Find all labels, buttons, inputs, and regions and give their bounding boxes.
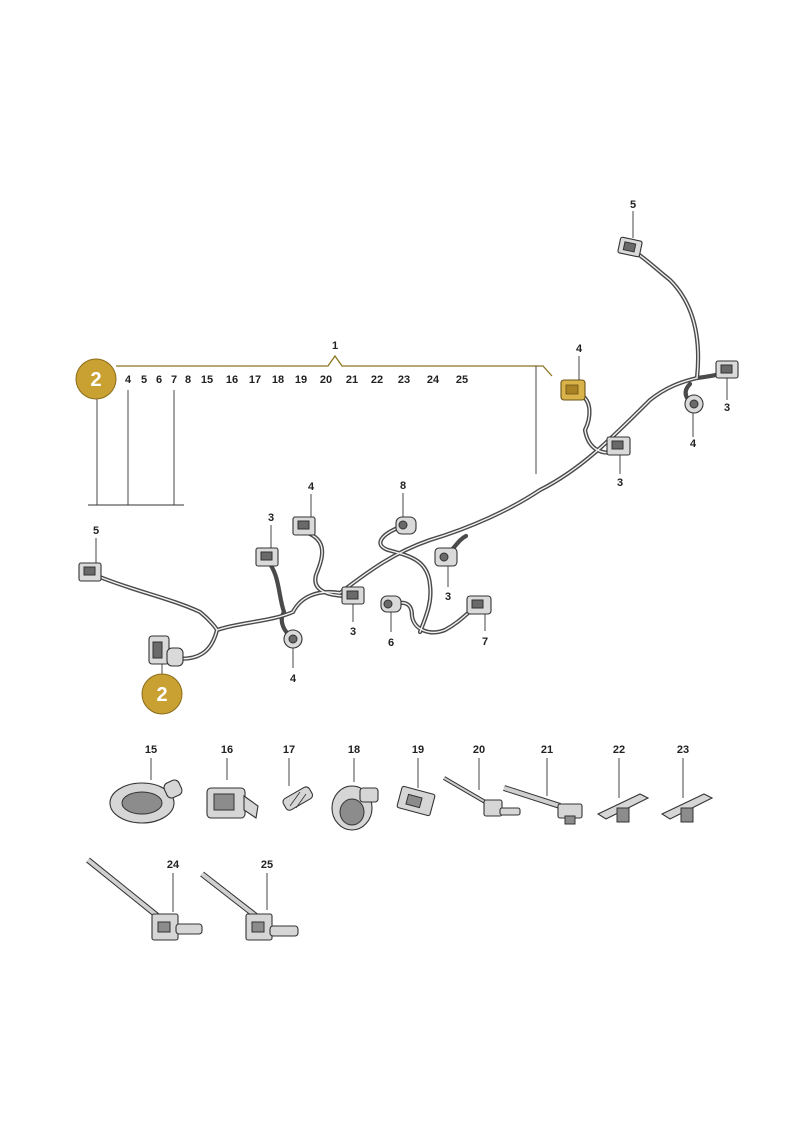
connector-8 <box>395 516 417 535</box>
header-label: 1 <box>332 340 338 352</box>
callouts: 5 4 3 4 3 8 4 3 5 3 3 6 7 4 <box>93 199 730 685</box>
connector-3-center <box>341 586 365 605</box>
header-number: 7 <box>171 374 177 386</box>
connector-main-plug <box>148 635 184 667</box>
header-number: 19 <box>295 374 307 386</box>
connector-3-right <box>715 360 739 379</box>
callout-label: 3 <box>268 512 274 524</box>
part-21: 21 <box>503 744 583 825</box>
header-number: 18 <box>272 374 284 386</box>
connector-3-mid2 <box>434 547 458 567</box>
header-number: 23 <box>398 374 410 386</box>
part-label: 21 <box>541 744 553 756</box>
part-label: 23 <box>677 744 689 756</box>
callout-label: 7 <box>482 636 488 648</box>
header-number: 21 <box>346 374 358 386</box>
connector-3-mid <box>606 436 631 456</box>
connector-5-top <box>617 236 643 258</box>
part-17: 17 <box>282 744 314 811</box>
header-numbers: 4 5 6 7 8 15 16 17 18 19 20 21 22 23 24 … <box>125 374 468 386</box>
connector-5-left <box>78 562 102 582</box>
connector-7 <box>466 595 492 615</box>
part-15: 15 <box>109 744 183 824</box>
header-number: 4 <box>125 374 132 386</box>
part-25: 25 <box>200 859 299 941</box>
connector-6 <box>380 595 402 613</box>
part-label: 19 <box>412 744 424 756</box>
callout-label: 5 <box>630 199 636 211</box>
header-number: 15 <box>201 374 213 386</box>
part-label: 20 <box>473 744 485 756</box>
header-number: 20 <box>320 374 332 386</box>
header-number: 8 <box>185 374 191 386</box>
callout-label: 3 <box>617 477 623 489</box>
badge-bottom: 2 <box>141 673 183 715</box>
badge-bottom-label: 2 <box>156 684 167 706</box>
part-label: 25 <box>261 859 273 871</box>
callout-label: 4 <box>290 673 297 685</box>
header-number: 24 <box>427 374 440 386</box>
header-number: 25 <box>456 374 468 386</box>
badge-top-label: 2 <box>90 369 101 391</box>
callout-label: 3 <box>350 626 356 638</box>
callout-label: 4 <box>690 438 697 450</box>
wire-harness <box>92 247 731 661</box>
connector-4-right <box>684 394 704 414</box>
part-label: 15 <box>145 744 157 756</box>
part-16: 16 <box>206 744 259 819</box>
header-number: 22 <box>371 374 383 386</box>
part-23: 23 <box>660 744 714 823</box>
connector-4-highlighted <box>560 379 586 401</box>
harness-connectors <box>78 236 739 667</box>
connector-4-bottom <box>283 629 303 649</box>
parts-row: 15 16 17 18 <box>86 744 714 941</box>
header-number: 5 <box>141 374 147 386</box>
connector-3-left <box>255 547 279 567</box>
header-number: 16 <box>226 374 238 386</box>
part-label: 17 <box>283 744 295 756</box>
callout-label: 4 <box>576 343 583 355</box>
callout-label: 3 <box>445 591 451 603</box>
badge-top: 2 <box>75 358 117 400</box>
part-label: 24 <box>167 859 180 871</box>
callout-label: 3 <box>724 402 730 414</box>
header-number: 17 <box>249 374 261 386</box>
part-label: 22 <box>613 744 625 756</box>
part-24: 24 <box>86 857 203 941</box>
header-bracket: 1 <box>116 340 553 474</box>
part-19: 19 <box>396 744 436 817</box>
callout-label: 4 <box>308 481 315 493</box>
callout-label: 5 <box>93 525 99 537</box>
header-leaders <box>88 390 184 506</box>
part-label: 18 <box>348 744 360 756</box>
part-18: 18 <box>331 744 379 831</box>
header-number: 6 <box>156 374 162 386</box>
connector-4-left <box>292 516 316 536</box>
part-label: 16 <box>221 744 233 756</box>
part-22: 22 <box>596 744 650 823</box>
callout-label: 6 <box>388 637 394 649</box>
callout-label: 8 <box>400 480 406 492</box>
part-20: 20 <box>442 744 521 817</box>
